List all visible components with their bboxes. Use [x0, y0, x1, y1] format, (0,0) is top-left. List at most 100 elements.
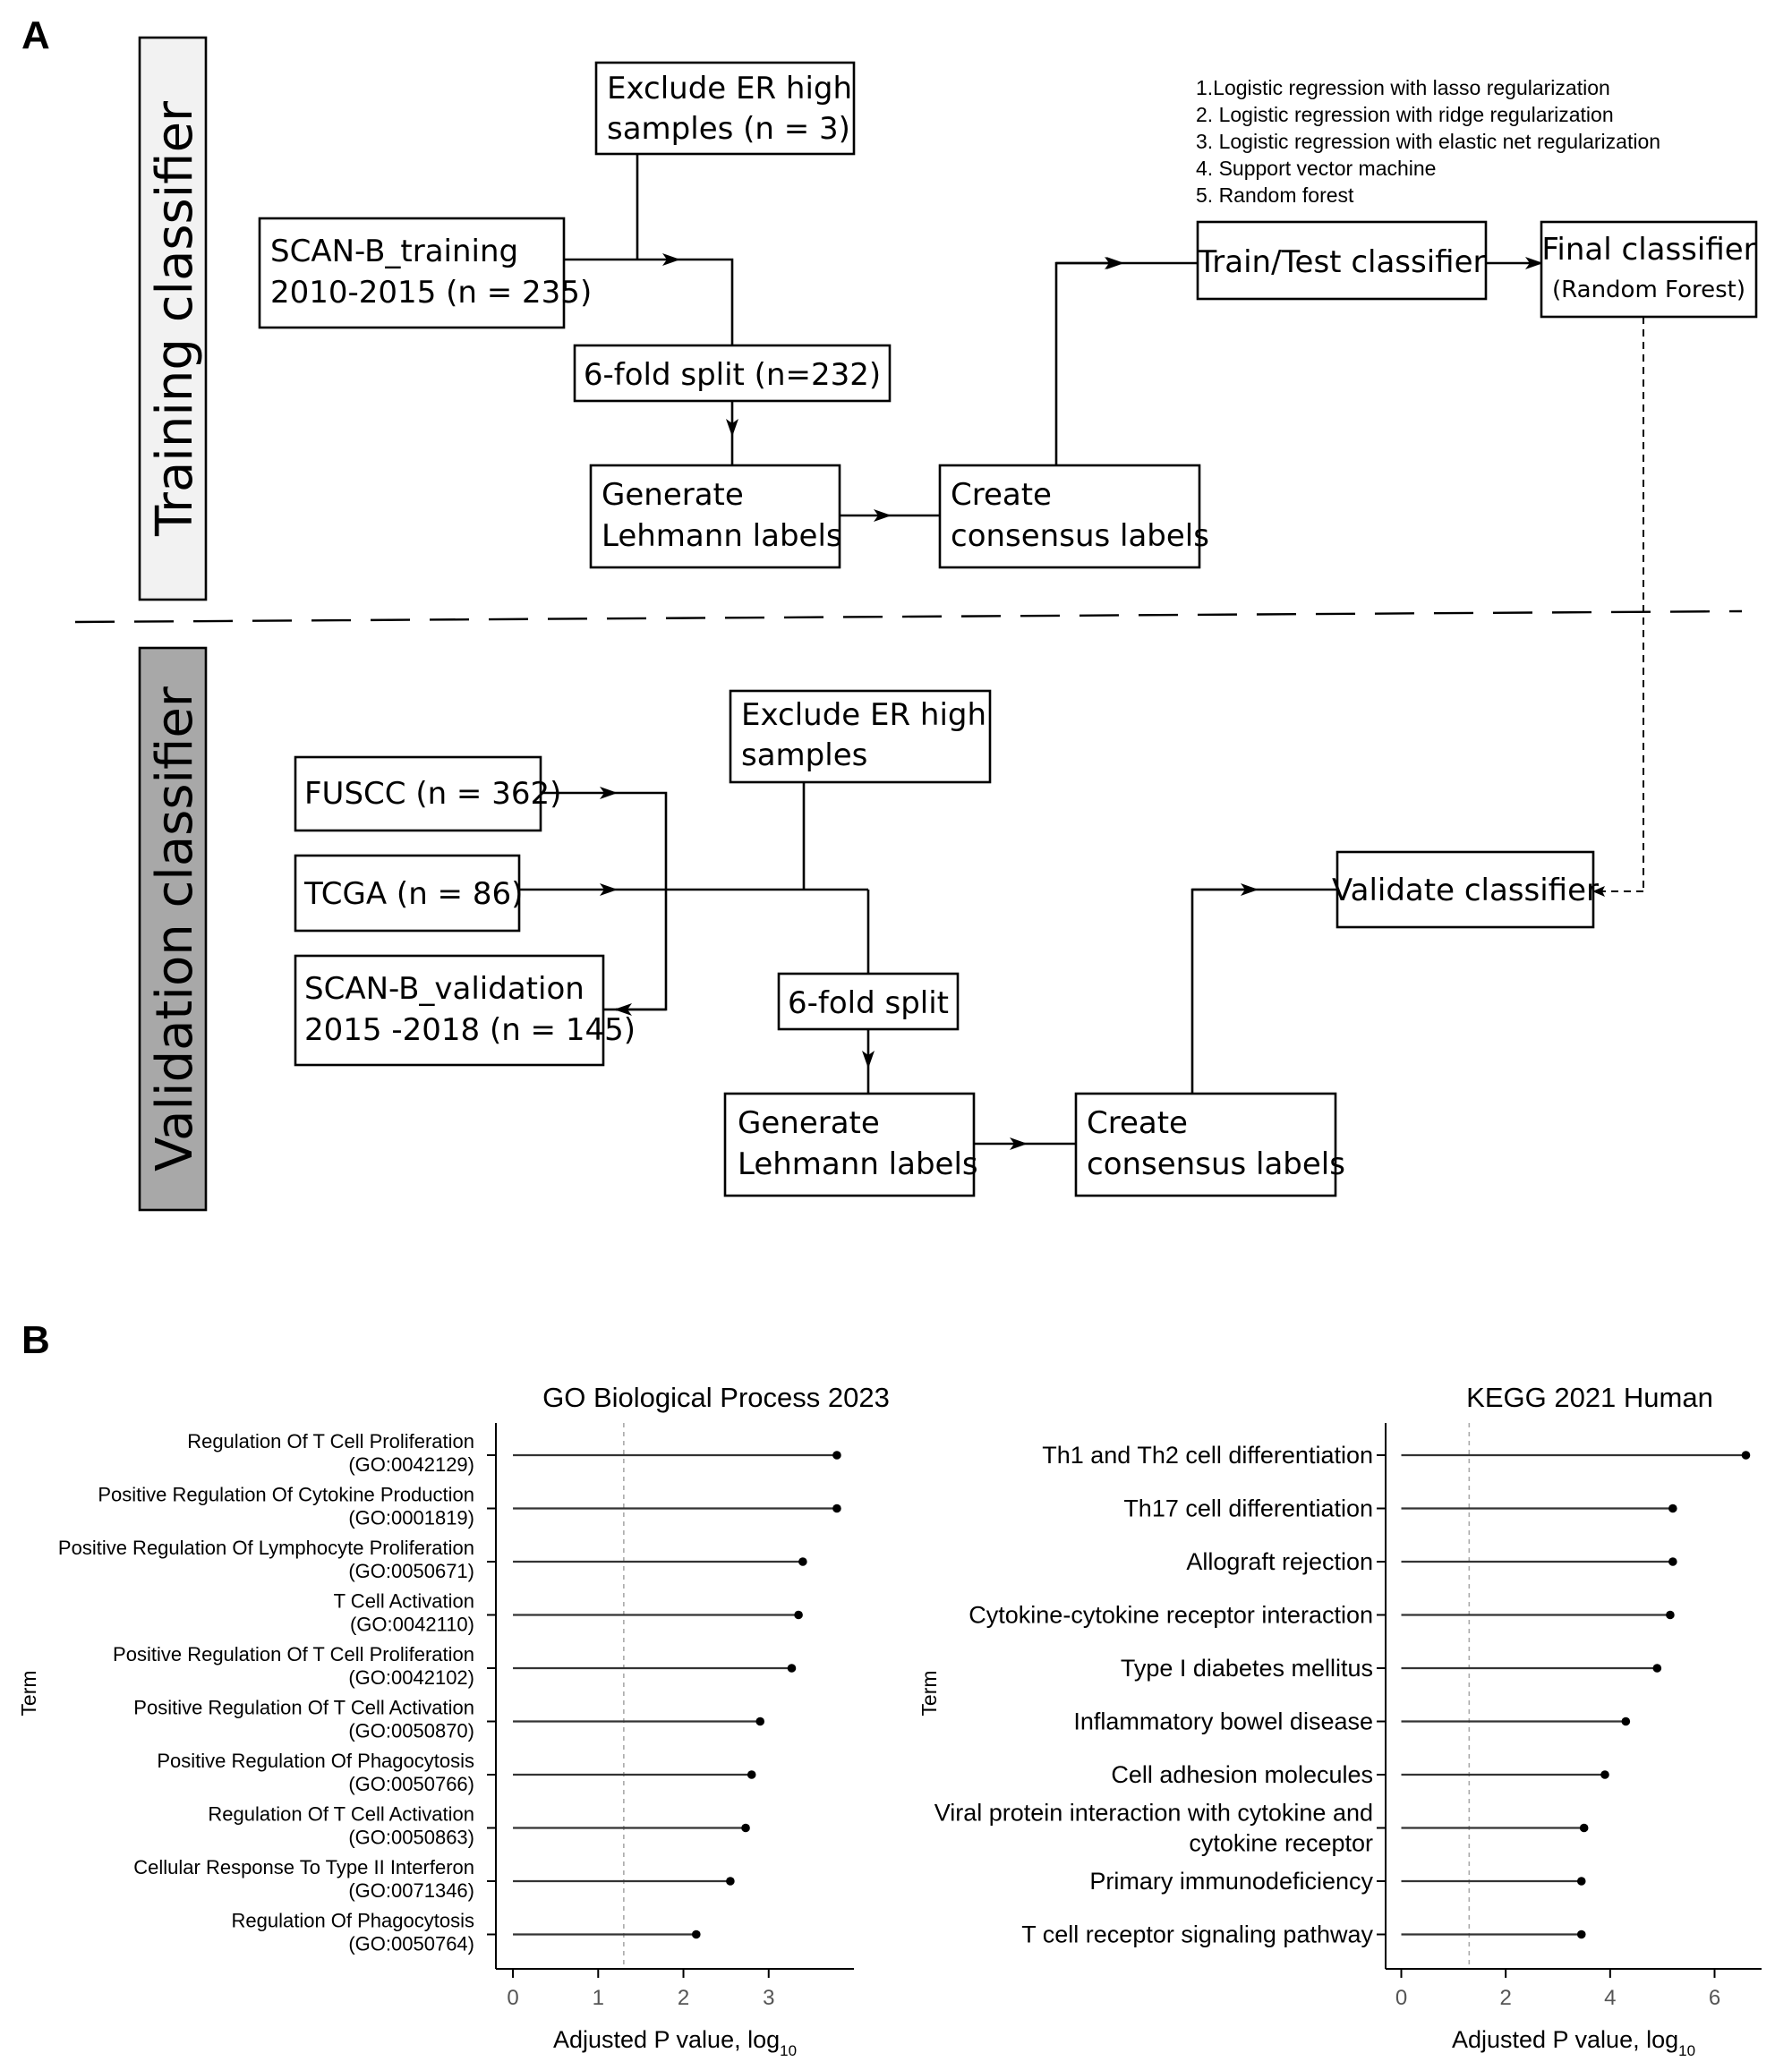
- generate-v-line1: Generate: [738, 1105, 880, 1141]
- term-label: Viral protein interaction with cytokine …: [934, 1800, 1373, 1827]
- term-label: Positive Regulation Of Phagocytosis: [157, 1750, 474, 1772]
- x-axis-label-subscript: 10: [780, 2042, 797, 2059]
- split-validation-box: 6-fold split: [777, 972, 960, 1031]
- lollipop-point: [755, 1716, 765, 1726]
- term-label: Positive Regulation Of T Cell Activation: [133, 1697, 474, 1719]
- x-tick-label: 0: [507, 1986, 518, 2010]
- consensus-training-box: Create consensus labels: [938, 464, 1209, 569]
- term-label-line2: (GO:0042110): [350, 1614, 474, 1636]
- final-classifier-label: Final classifier: [1541, 232, 1755, 268]
- consensus-validation-box: Create consensus labels: [1074, 1092, 1345, 1197]
- lollipop-point: [832, 1504, 841, 1513]
- term-label: Inflammatory bowel disease: [1073, 1708, 1373, 1735]
- method-item: 2. Logistic regression with ridge regula…: [1196, 103, 1614, 126]
- x-axis-label-main: Adjusted P value, log: [1452, 2026, 1678, 2053]
- lollipop-point: [1668, 1504, 1677, 1513]
- scanb-training-box: SCAN-B_training 2010-2015 (n = 235): [258, 217, 592, 329]
- lollipop-point: [794, 1610, 803, 1620]
- x-axis-label: Adjusted P value, log10: [553, 2026, 797, 2059]
- y-axis-label: Term: [917, 1670, 941, 1716]
- final-classifier-sub: (Random Forest): [1552, 277, 1745, 303]
- term-label: T Cell Activation: [334, 1590, 474, 1613]
- x-axis-label: Adjusted P value, log10: [1452, 2026, 1695, 2059]
- lollipop-point: [787, 1664, 797, 1673]
- term-label-line2: (GO:0042102): [348, 1666, 474, 1689]
- term-label-line2: (GO:0001819): [348, 1507, 474, 1529]
- term-label: Positive Regulation Of Cytokine Producti…: [98, 1484, 474, 1506]
- method-item: 1.Logistic regression with lasso regular…: [1196, 76, 1610, 99]
- connector: [616, 791, 668, 1011]
- consensus-line1: Create: [951, 477, 1052, 513]
- panel-label-a: A: [21, 13, 50, 57]
- term-label-line2: cytokine receptor: [1189, 1830, 1373, 1857]
- exclude-er-v-line2: samples: [741, 737, 867, 773]
- generate-line1: Generate: [602, 477, 744, 513]
- connector: [678, 258, 734, 345]
- validation-side-label: Validation classifier: [146, 686, 204, 1171]
- term-label: Th1 and Th2 cell differentiation: [1042, 1442, 1373, 1469]
- x-tick-label: 2: [678, 1986, 689, 2010]
- lollipop-point: [692, 1929, 701, 1939]
- x-tick-label: 6: [1709, 1986, 1720, 2010]
- validate-classifier-label: Validate classifier: [1332, 873, 1599, 908]
- split-training-label: 6-fold split (n=232): [584, 357, 881, 393]
- term-label-line2: (GO:0050766): [348, 1773, 474, 1795]
- term-label: Positive Regulation Of T Cell Proliferat…: [113, 1643, 474, 1665]
- term-label-line2: (GO:0050764): [348, 1933, 474, 1955]
- lollipop-point: [1576, 1877, 1586, 1886]
- chart-title: GO Biological Process 2023: [542, 1382, 890, 1413]
- term-label: Primary immunodeficiency: [1089, 1868, 1373, 1895]
- term-label: Regulation Of T Cell Activation: [208, 1803, 474, 1826]
- scanb-validation-box: SCAN-B_validation 2015 -2018 (n = 145): [294, 954, 636, 1067]
- validation-side-box: [138, 646, 208, 1212]
- term-label-line2: (GO:0071346): [348, 1879, 474, 1902]
- lollipop-point: [1621, 1716, 1631, 1726]
- method-item: 5. Random forest: [1196, 183, 1354, 207]
- term-label-line2: (GO:0050671): [348, 1560, 474, 1582]
- connector: [1190, 888, 1255, 1094]
- generate-v-line2: Lehmann labels: [738, 1146, 978, 1182]
- consensus-v-line1: Create: [1087, 1105, 1188, 1141]
- method-item: 3. Logistic regression with elastic net …: [1196, 130, 1660, 153]
- term-label-line2: (GO:0042129): [348, 1453, 474, 1476]
- term-label-line2: (GO:0050863): [348, 1827, 474, 1849]
- connector: [1054, 261, 1121, 465]
- panel-label-b: B: [21, 1318, 50, 1362]
- lollipop-point: [832, 1451, 841, 1460]
- generate-lehmann-validation-box: Generate Lehmann labels: [723, 1092, 978, 1197]
- generate-line2: Lehmann labels: [602, 518, 842, 554]
- tcga-box: TCGA (n = 86): [294, 854, 523, 933]
- y-axis-label: Term: [17, 1670, 40, 1716]
- lollipop-point: [747, 1770, 756, 1779]
- chart-title: KEGG 2021 Human: [1466, 1382, 1713, 1413]
- term-label: Regulation Of T Cell Proliferation: [187, 1430, 474, 1452]
- final-classifier-box: Final classifier (Random Forest): [1540, 220, 1758, 319]
- x-tick-label: 4: [1604, 1986, 1616, 2010]
- training-side-label: Training classifier: [146, 100, 204, 537]
- term-label: Cytokine-cytokine receptor interaction: [969, 1602, 1373, 1629]
- split-validation-label: 6-fold split: [788, 985, 949, 1021]
- x-axis-label-main: Adjusted P value, log: [553, 2026, 780, 2053]
- fuscc-label: FUSCC (n = 362): [304, 776, 561, 812]
- lollipop-point: [1576, 1929, 1586, 1939]
- lollipop-point: [1652, 1664, 1662, 1673]
- scanb-training-line2: 2010-2015 (n = 235): [270, 275, 592, 311]
- training-side-box: [138, 36, 208, 601]
- x-tick-label: 2: [1499, 1986, 1511, 2010]
- x-tick-label: 0: [1395, 1986, 1407, 2010]
- lollipop-point: [798, 1557, 807, 1566]
- term-label: Cell adhesion molecules: [1111, 1761, 1373, 1788]
- lollipop-point: [1666, 1610, 1675, 1620]
- fuscc-box: FUSCC (n = 362): [294, 755, 561, 832]
- scanb-validation-line1: SCAN-B_validation: [304, 971, 585, 1007]
- term-label: Th17 cell differentiation: [1123, 1495, 1373, 1522]
- generate-lehmann-training-box: Generate Lehmann labels: [589, 464, 842, 569]
- x-tick-label: 3: [763, 1986, 774, 2010]
- exclude-er-high-training-box: Exclude ER high samples (n = 3): [594, 61, 856, 156]
- term-label: Allograft rejection: [1186, 1548, 1373, 1575]
- x-axis-label-subscript: 10: [1678, 2042, 1695, 2059]
- term-label: Regulation Of Phagocytosis: [232, 1910, 475, 1932]
